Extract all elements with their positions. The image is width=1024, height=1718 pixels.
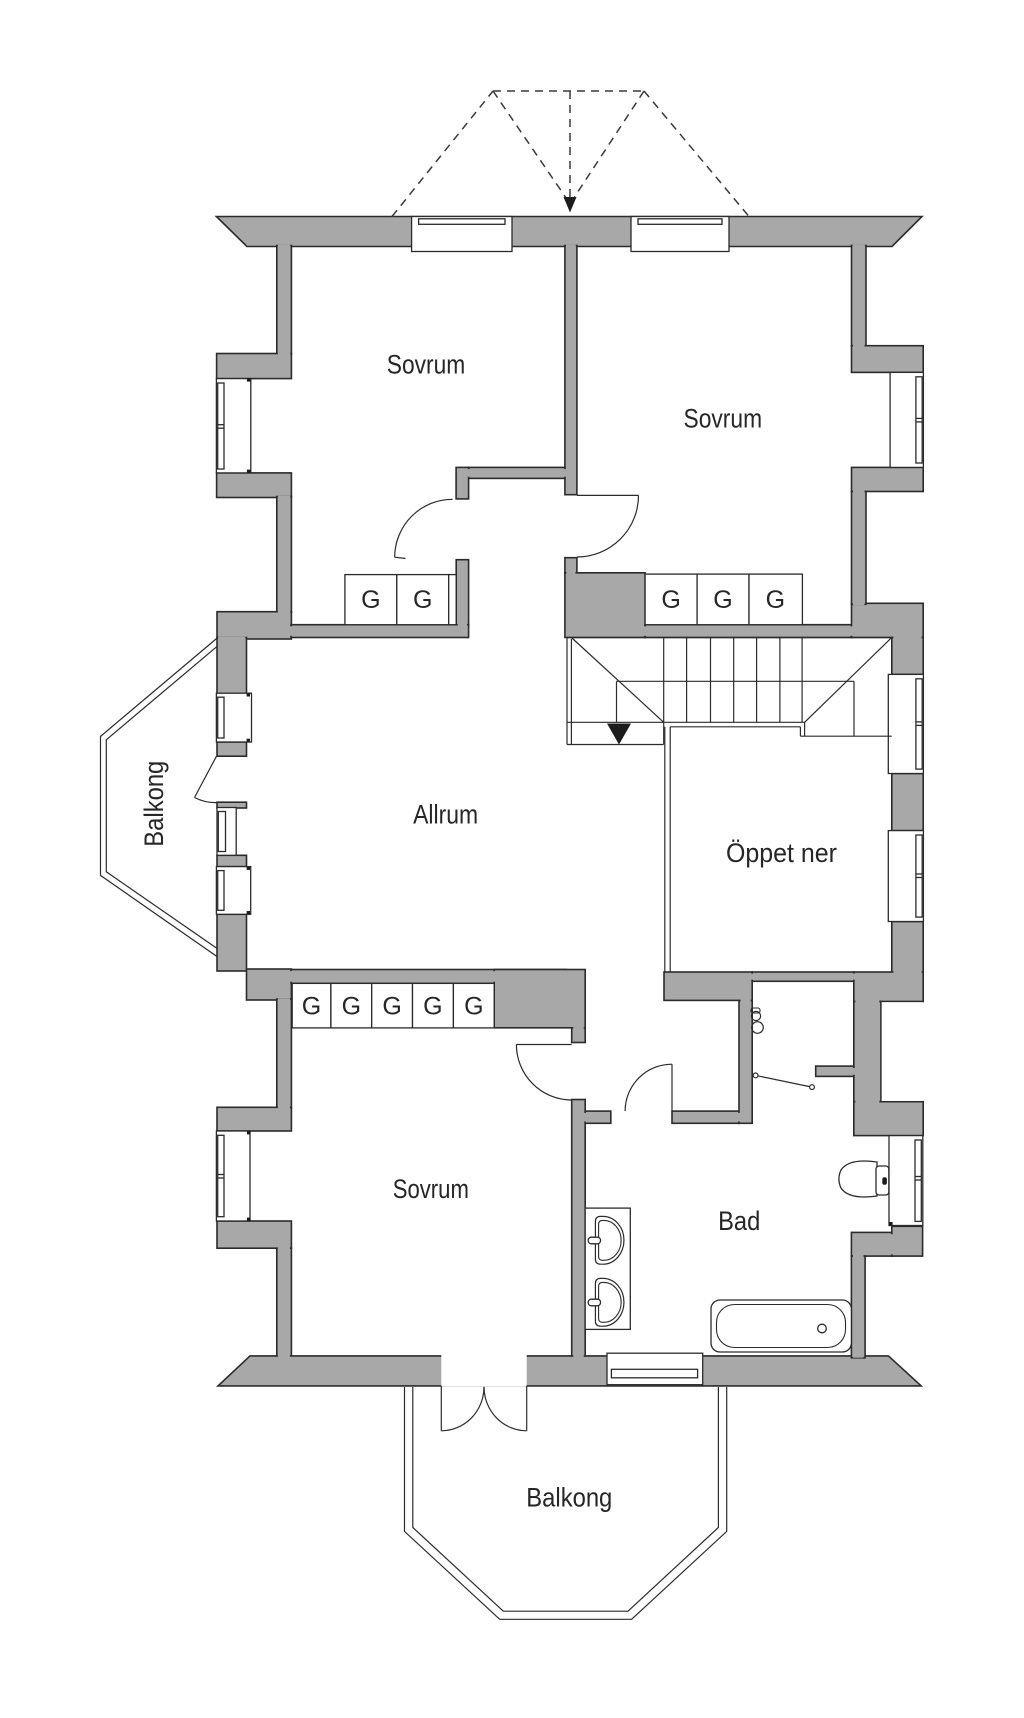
svg-text:G: G <box>342 993 361 1021</box>
svg-text:Sovrum: Sovrum <box>684 404 763 434</box>
svg-text:G: G <box>423 993 442 1021</box>
svg-text:Balkong: Balkong <box>139 761 169 847</box>
svg-text:Balkong: Balkong <box>526 1483 612 1513</box>
svg-text:G: G <box>382 993 401 1021</box>
svg-text:G: G <box>302 993 321 1021</box>
svg-text:G: G <box>766 586 785 614</box>
svg-text:Sovrum: Sovrum <box>393 1174 469 1204</box>
svg-text:Öppet ner: Öppet ner <box>726 838 837 868</box>
svg-text:G: G <box>464 993 483 1021</box>
svg-text:G: G <box>661 586 680 614</box>
svg-text:G: G <box>361 586 380 614</box>
svg-text:Sovrum: Sovrum <box>387 350 466 380</box>
svg-text:G: G <box>413 586 432 614</box>
svg-text:Allrum: Allrum <box>413 799 478 829</box>
svg-text:G: G <box>713 586 732 614</box>
svg-text:Bad: Bad <box>718 1206 760 1236</box>
